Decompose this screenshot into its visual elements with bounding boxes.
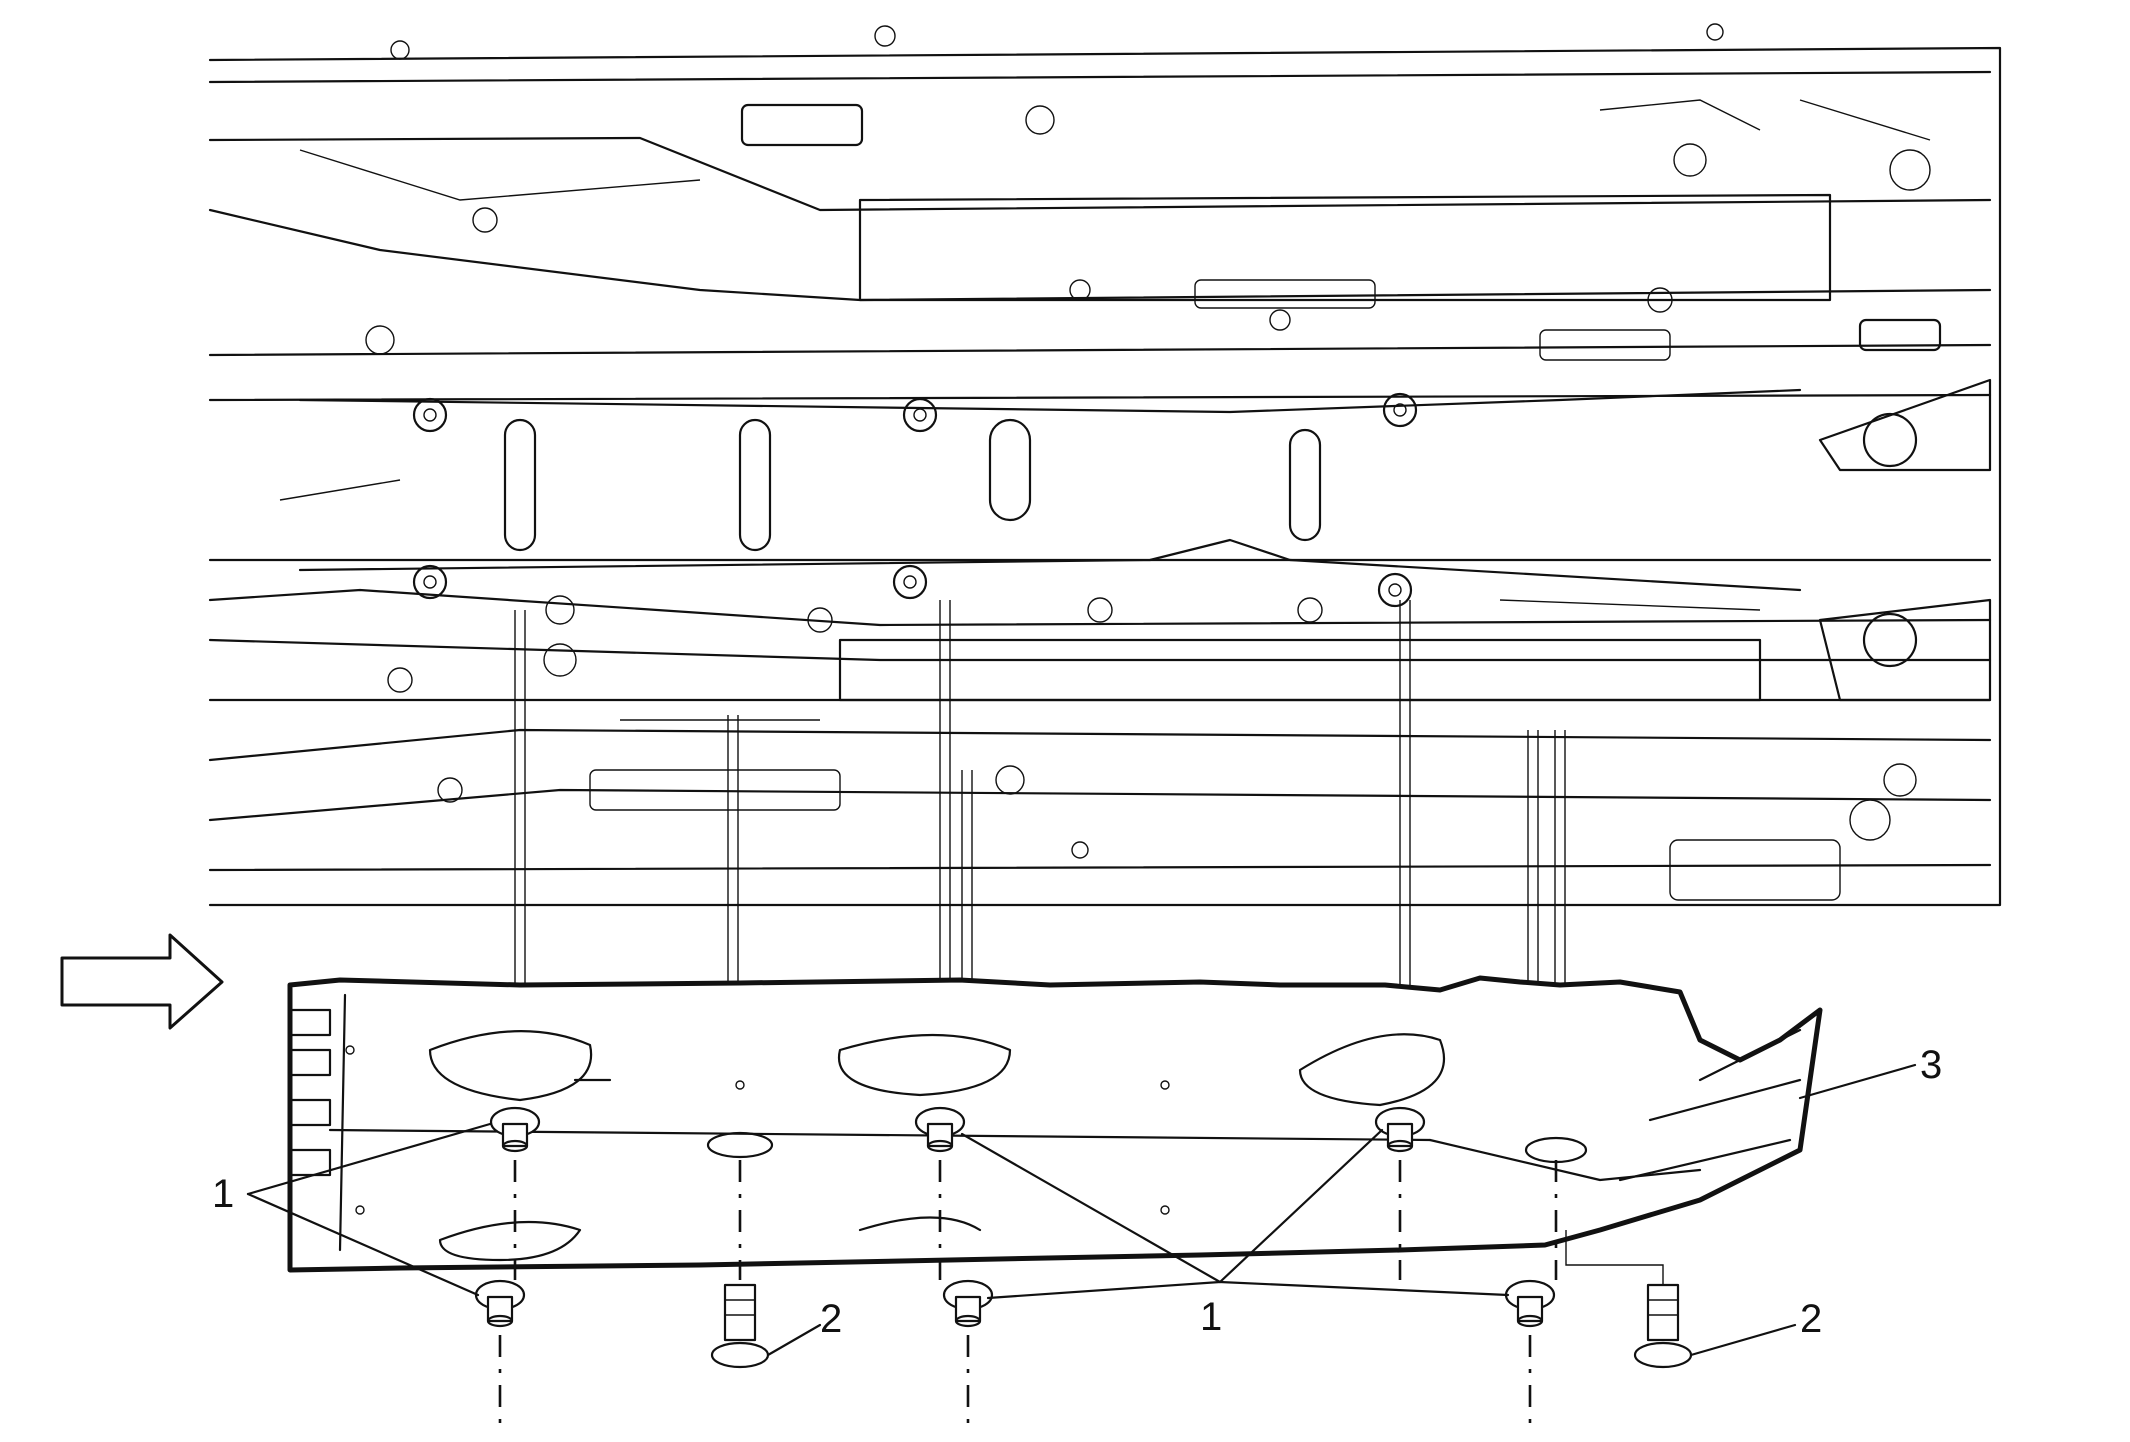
retainer-1f [1504,1279,1556,1328]
retainer-1d [474,1279,526,1328]
leader-lines [246,1063,1917,1357]
retainer-fasteners [474,1106,1556,1328]
bolts [710,1283,1693,1369]
retainer-1b [914,1106,966,1153]
callout-2-left: 2 [820,1297,842,1341]
bolt-2a [710,1283,770,1369]
retainer-1c [1374,1106,1426,1153]
callout-1-center: 1 [1200,1295,1222,1339]
bolt-2b [1633,1283,1693,1369]
vehicle-underbody [208,23,2002,907]
retainer-1a [489,1106,541,1153]
underbody-shield [287,975,1823,1273]
callout-2-right: 2 [1800,1297,1822,1341]
callout-labels: 1 1 2 2 3 [212,1043,1942,1341]
callout-3: 3 [1920,1043,1942,1087]
retainer-1e [942,1279,994,1328]
right-arrow-icon [60,933,224,1030]
alignment-lines-upper [514,600,1566,1000]
callout-1-left: 1 [212,1172,234,1216]
alignment-lines-lower [498,1160,1664,1430]
